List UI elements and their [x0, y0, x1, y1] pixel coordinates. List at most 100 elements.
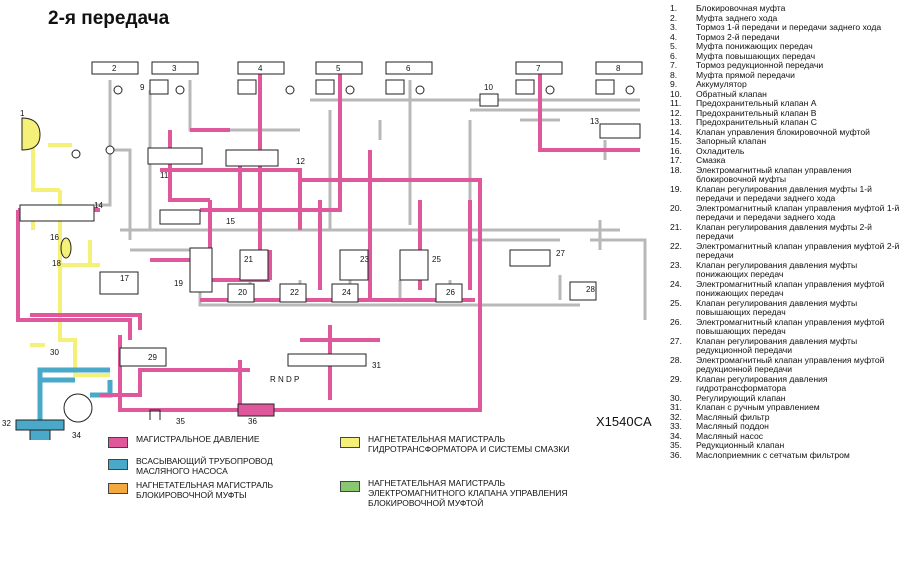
parts-list-item: 29.Клапан регулирования давления гидротр…	[670, 373, 828, 393]
callout-10: 10	[484, 83, 493, 92]
parts-list-item: 6.Муфта повышающих передач	[670, 50, 816, 61]
lube-valve-17	[99, 271, 139, 295]
callout-23: 23	[360, 255, 369, 264]
valve-25	[399, 249, 429, 281]
callout-6: 6	[406, 64, 411, 73]
valve-19	[189, 247, 213, 293]
orifice-f	[545, 85, 555, 95]
callout-12: 12	[296, 157, 305, 166]
parts-list-item: 20.Электромагнитный клапан управления му…	[670, 202, 900, 222]
legend: МАГИСТРАЛЬНОЕ ДАВЛЕНИЕ НАГНЕТАТЕЛЬНАЯ МА…	[108, 434, 588, 514]
lockup-clutch-1	[21, 117, 41, 151]
callout-labels: 1 2 3 4 5 6 7 8 9 10 11 12 13 14 15 16 1…	[2, 64, 621, 440]
accumulator-9b	[237, 79, 257, 95]
relief-valve-13	[599, 123, 641, 139]
valve-27	[509, 249, 551, 267]
accumulator-9a	[149, 79, 169, 95]
callout-8: 8	[616, 64, 621, 73]
parts-list-item: 9.Аккумулятор	[670, 79, 747, 89]
parts-list-item: 2.Муфта заднего хода	[670, 12, 778, 23]
callout-28: 28	[586, 285, 595, 294]
orifice-b	[175, 85, 185, 95]
callout-18: 18	[52, 259, 61, 268]
accumulator-9f	[595, 79, 615, 95]
parts-list-item: 22.Электромагнитный клапан управления му…	[670, 240, 900, 260]
legend-item-main: МАГИСТРАЛЬНОЕ ДАВЛЕНИЕ	[108, 434, 346, 448]
parts-list-item: 24.Электромагнитный клапан управления му…	[670, 278, 885, 298]
legend-text-lockup: НАГНЕТАТЕЛЬНАЯ МАГИСТРАЛЬ БЛОКИРОВОЧНОЙ …	[136, 480, 274, 500]
callout-16: 16	[50, 233, 59, 242]
shift-positions: R N D P	[270, 375, 299, 384]
clutch-box-2	[91, 61, 139, 75]
parts-list-item: 10.Обратный клапан	[670, 88, 767, 99]
callout-3: 3	[172, 64, 177, 73]
callout-9: 9	[140, 83, 145, 92]
parts-list-item: 12.Предохранительный клапан B	[670, 107, 817, 118]
oil-pan-33	[29, 429, 51, 440]
orifice-i	[105, 145, 115, 155]
callout-19: 19	[174, 279, 183, 288]
oil-filter-32	[15, 419, 65, 431]
parts-list-item: 15.Запорный клапан	[670, 136, 767, 146]
orifice-d	[345, 85, 355, 95]
diagram-code: X1540CA	[596, 414, 652, 429]
callout-22: 22	[290, 288, 299, 297]
hydraulic-circuit-diagram: 1 2 3 4 5 6 7 8 9 10 11 12 13 14 15 16 1…	[2, 61, 647, 440]
parts-list-item: 30.Регулирующий клапан	[670, 392, 786, 403]
parts-list-item: 17.Смазка	[670, 155, 726, 165]
legend-text-suction: ВСАСЫВАЮЩИЙ ТРУБОПРОВОД МАСЛЯНОГО НАСОСА	[136, 456, 273, 476]
clutch-box-8	[595, 61, 643, 75]
parts-list: 1.Блокировочная муфта 2.Муфта заднего хо…	[670, 3, 905, 460]
solenoid-22	[279, 283, 307, 303]
callout-29: 29	[148, 353, 157, 362]
callout-30: 30	[50, 348, 59, 357]
clutch-box-7	[515, 61, 563, 75]
legend-text-lube: НАГНЕТАТЕЛЬНАЯ МАГИСТРАЛЬ ГИДРОТРАНСФОРМ…	[368, 434, 570, 454]
callout-32: 32	[2, 419, 11, 428]
lube-lines	[30, 140, 110, 377]
parts-list-item: 35.Редукционный клапан	[670, 440, 785, 450]
clutch-box-5	[315, 61, 363, 75]
callout-25: 25	[432, 255, 441, 264]
callout-31: 31	[372, 361, 381, 370]
parts-list-item: 25.Клапан регулирования давления муфты п…	[670, 297, 858, 317]
parts-list-item: 19.Клапан регулирования давления муфты 1…	[670, 183, 872, 203]
manual-valve-31	[287, 353, 367, 367]
callout-27: 27	[556, 249, 565, 258]
shutoff-valve-15	[159, 209, 201, 225]
callout-24: 24	[342, 288, 351, 297]
parts-list-item: 31.Клапан с ручным управлением	[670, 402, 820, 412]
lockup-control-valve-14	[19, 204, 95, 222]
parts-list-item: 4.Тормоз 2-й передачи	[670, 31, 780, 42]
solenoid-20	[227, 283, 255, 303]
components	[15, 61, 643, 440]
legend-swatch-solenoid	[340, 481, 360, 492]
callout-26: 26	[446, 288, 455, 297]
clutch-box-6	[385, 61, 433, 75]
callout-20: 20	[238, 288, 247, 297]
callout-7: 7	[536, 64, 541, 73]
solenoid-28	[569, 281, 597, 301]
check-valve-10	[479, 93, 499, 107]
cooler-16	[60, 237, 72, 259]
parts-list-item: 34.Масляный насос	[670, 430, 764, 441]
callout-17: 17	[120, 274, 129, 283]
orifice-h	[71, 149, 81, 159]
clutch-box-4	[237, 61, 285, 75]
relief-valve-11	[147, 147, 203, 165]
parts-list-item: 23.Клапан регулирования давления муфты п…	[670, 259, 858, 279]
orifice-c	[285, 85, 295, 95]
parts-list-item: 16.Охладитель	[670, 145, 745, 156]
orifice-e	[415, 85, 425, 95]
accumulator-9c	[315, 79, 335, 95]
callout-5: 5	[336, 64, 341, 73]
legend-swatch-suction	[108, 459, 128, 470]
legend-item-lockup: НАГНЕТАТЕЛЬНАЯ МАГИСТРАЛЬ БЛОКИРОВОЧНОЙ …	[108, 480, 286, 500]
orifice-a	[113, 85, 123, 95]
solenoid-24	[331, 283, 359, 303]
parts-list-item: 21.Клапан регулирования давления муфты 2…	[670, 221, 872, 241]
legend-text-solenoid: НАГНЕТАТЕЛЬНАЯ МАГИСТРАЛЬ ЭЛЕКТРОМАГНИТН…	[368, 478, 568, 508]
callout-11: 11	[160, 171, 169, 180]
strainer-36	[237, 403, 275, 417]
legend-item-suction: ВСАСЫВАЮЩИЙ ТРУБОПРОВОД МАСЛЯНОГО НАСОСА	[108, 456, 286, 476]
